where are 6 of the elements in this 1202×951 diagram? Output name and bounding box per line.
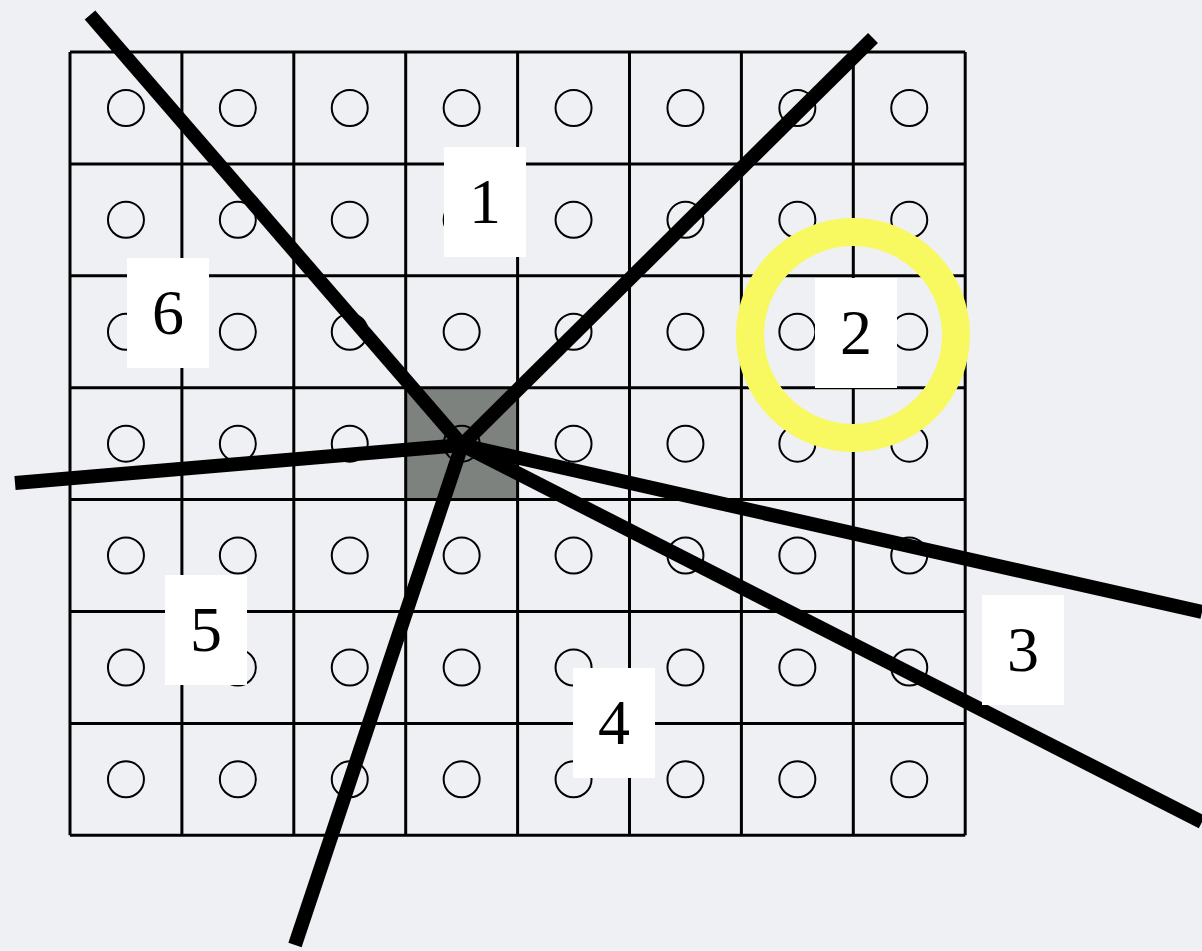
region-number: 6	[127, 258, 209, 368]
region-number: 1	[444, 147, 526, 257]
region-number: 3	[982, 595, 1064, 705]
region-number: 2	[815, 278, 897, 388]
region-number: 4	[573, 668, 655, 778]
region-number: 5	[165, 575, 247, 685]
